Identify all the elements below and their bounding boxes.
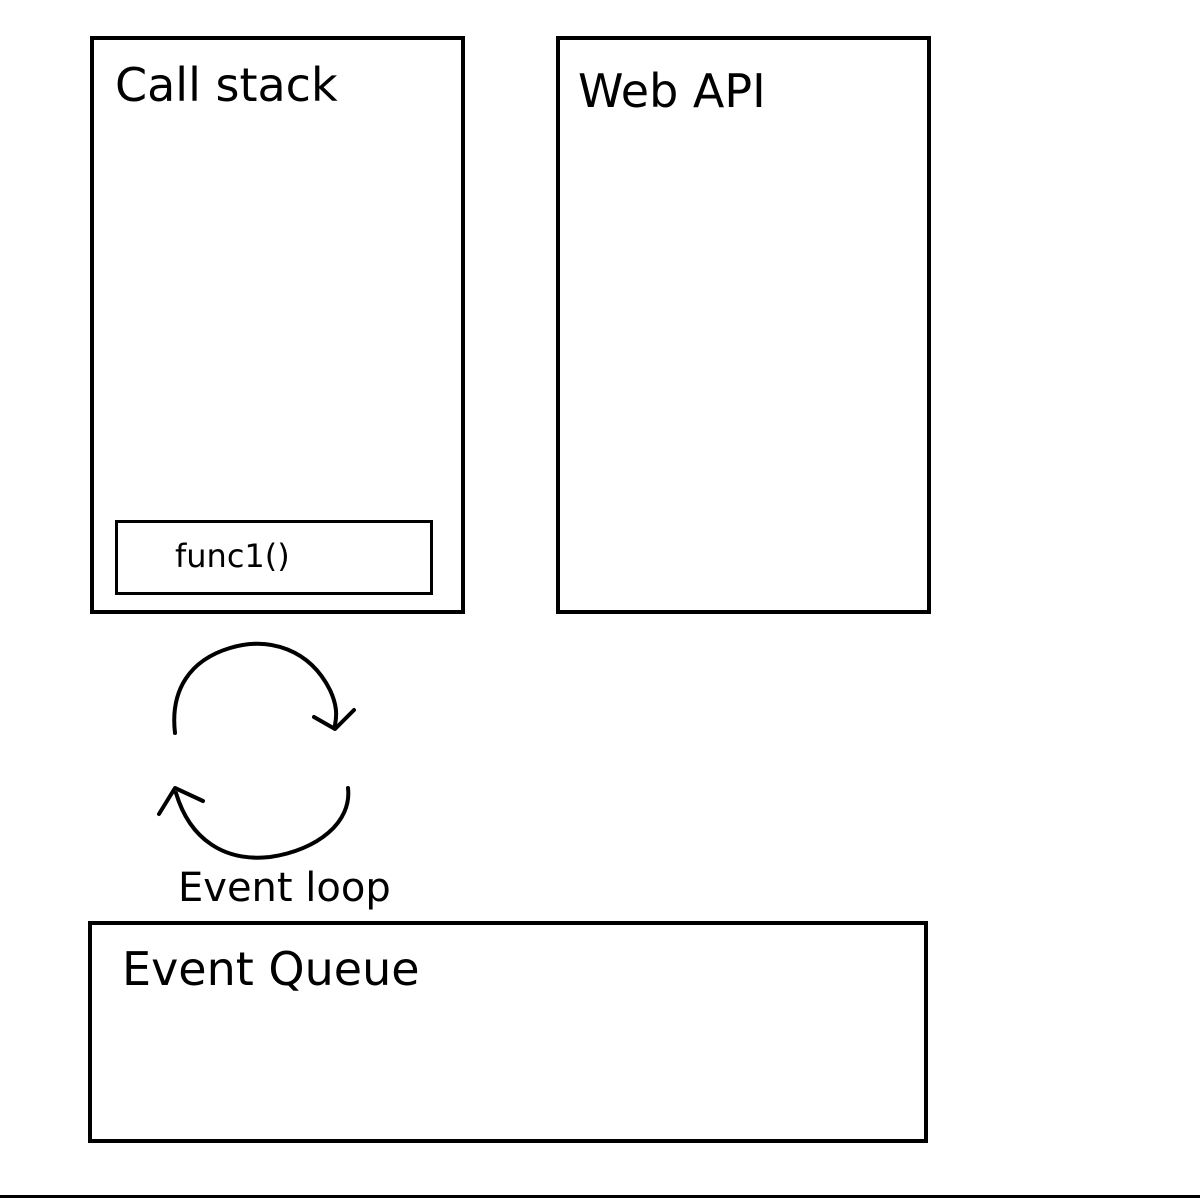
call-stack-title: Call stack <box>115 58 338 112</box>
stack-frame <box>115 520 433 595</box>
loop-arrowhead-right <box>312 708 356 731</box>
loop-arc-top <box>172 641 339 735</box>
event-loop-label: Event loop <box>178 865 391 911</box>
loop-arc-bottom <box>174 786 351 860</box>
bottom-divider <box>0 1195 1200 1198</box>
web-api-box <box>556 36 931 614</box>
call-stack-box <box>90 36 465 614</box>
loop-arrowhead-left <box>157 786 205 816</box>
web-api-title: Web API <box>578 64 766 118</box>
event-queue-title: Event Queue <box>122 942 420 996</box>
stack-frame-label: func1() <box>175 537 290 575</box>
event-queue-box <box>88 921 928 1143</box>
